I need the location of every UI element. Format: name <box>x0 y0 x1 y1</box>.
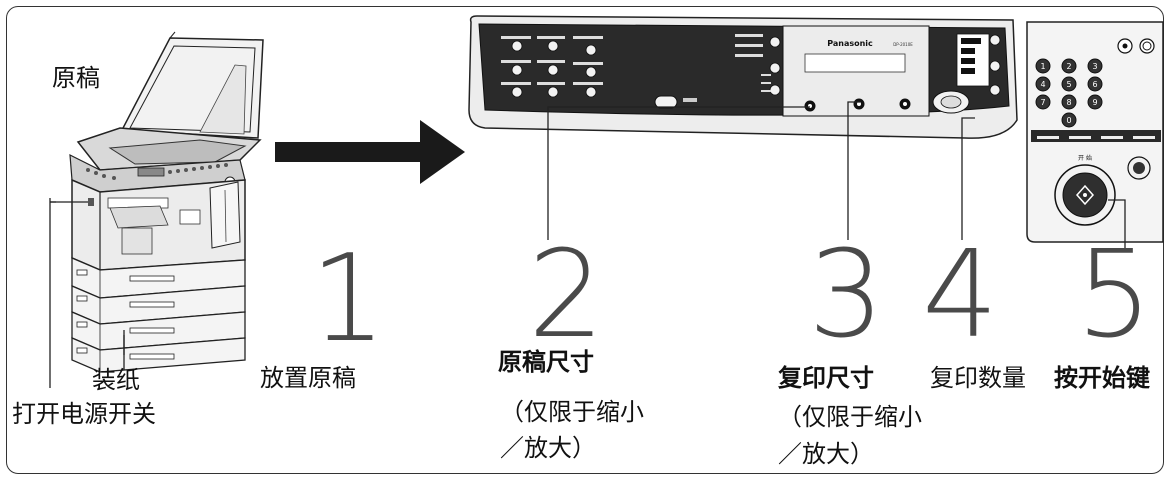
key-6-label: 6 <box>1092 80 1097 89</box>
original-size-note-1: （仅限于缩小 <box>500 398 644 426</box>
step-number-4: 4 <box>922 226 999 365</box>
original-size-label: 原稿尺寸 <box>498 348 594 376</box>
key-5-label: 5 <box>1066 80 1071 89</box>
power-switch-leader <box>49 198 56 388</box>
key-0[interactable] <box>1061 112 1077 128</box>
step-number-1: 1 <box>310 230 387 369</box>
step-number-3: 3 <box>808 226 885 365</box>
step-number-5: 5 <box>1076 226 1153 365</box>
key-6[interactable] <box>1087 76 1103 92</box>
original-label: 原稿 <box>52 64 100 92</box>
lcd-display <box>804 53 906 73</box>
key-7[interactable] <box>1035 94 1051 110</box>
key-3-label: 3 <box>1092 62 1097 71</box>
key-4[interactable] <box>1035 76 1051 92</box>
load-paper-label: 装纸 <box>92 366 140 394</box>
copy-size-label: 复印尺寸 <box>778 364 874 392</box>
keypad-panel-illustration: 1 2 3 4 5 6 7 8 9 0 开 始 <box>1026 21 1164 243</box>
copier-machine-illustration <box>50 31 264 373</box>
key-4-label: 4 <box>1040 80 1045 89</box>
place-original-label: 放置原稿 <box>260 364 356 392</box>
press-start-label: 按开始键 <box>1054 364 1150 392</box>
key-3[interactable] <box>1087 58 1103 74</box>
key-0-label: 0 <box>1066 116 1071 125</box>
key-8[interactable] <box>1061 94 1077 110</box>
start-label: 开 始 <box>1078 154 1092 162</box>
key-1-label: 1 <box>1040 62 1045 71</box>
step-number-2: 2 <box>528 226 605 365</box>
key-2-label: 2 <box>1066 62 1071 71</box>
key-2[interactable] <box>1061 58 1077 74</box>
brand-logo: Panasonic <box>827 39 873 48</box>
key-9[interactable] <box>1087 94 1103 110</box>
key-8-label: 8 <box>1066 98 1071 107</box>
right-arrow-icon <box>275 120 465 184</box>
key-9-label: 9 <box>1092 98 1097 107</box>
original-size-note-2: ／放大） <box>500 434 596 462</box>
key-1[interactable] <box>1035 58 1051 74</box>
power-on-label: 打开电源开关 <box>12 400 156 428</box>
key-7-label: 7 <box>1040 98 1045 107</box>
model-label: DP-2010E <box>893 42 913 47</box>
copy-size-note-1: （仅限于缩小 <box>778 403 922 431</box>
control-panel-illustration: Panasonic DP-2010E <box>468 15 1018 139</box>
copy-size-note-2: ／放大） <box>778 440 874 468</box>
key-5[interactable] <box>1061 76 1077 92</box>
copy-quantity-label: 复印数量 <box>930 364 1026 392</box>
paper-tray-leader <box>123 330 125 370</box>
reset-button[interactable] <box>1139 38 1155 54</box>
